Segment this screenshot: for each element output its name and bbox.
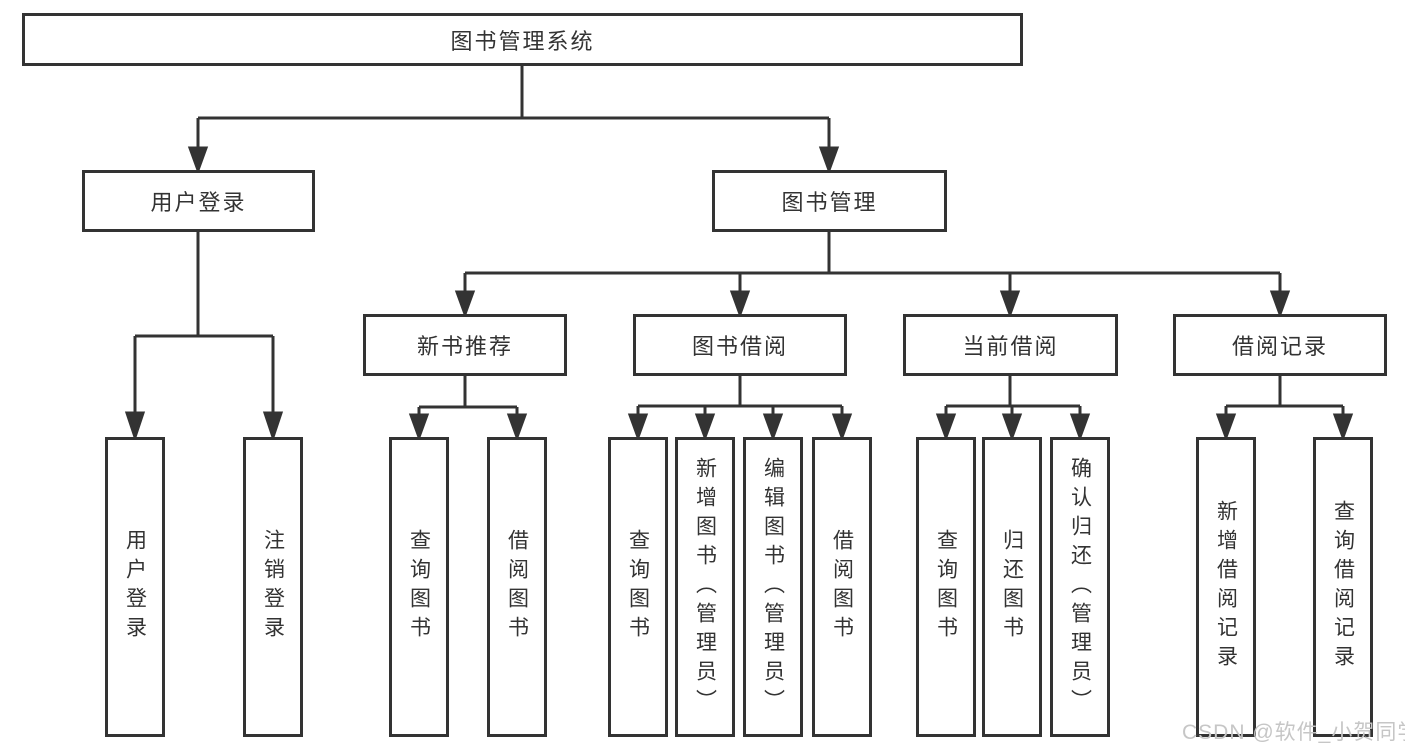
leaf-logout: 注销登录 <box>243 437 303 737</box>
leaf-borrow-add-books-admin: 新增图书（管理员） <box>675 437 735 737</box>
leaf-records-query-record: 查询借阅记录 <box>1313 437 1373 737</box>
leaf-user-login: 用户登录 <box>105 437 165 737</box>
node-new-book-recommend-label: 新书推荐 <box>416 334 513 359</box>
connector-root-to-level2 <box>187 66 840 175</box>
leaf-current-confirm-return-admin-label: 确认归还（管理员） <box>1068 456 1092 718</box>
leaf-current-query-books-label: 查询图书 <box>934 529 958 645</box>
connector-current-borrow-to-leaves <box>935 376 1091 442</box>
node-current-borrow: 当前借阅 <box>903 314 1118 376</box>
leaf-borrow-query-books-label: 查询图书 <box>626 529 650 645</box>
connector-book-borrow-to-leaves <box>627 376 853 442</box>
node-book-borrow: 图书借阅 <box>633 314 847 376</box>
node-current-borrow-label: 当前借阅 <box>962 334 1059 359</box>
leaf-records-add-record: 新增借阅记录 <box>1196 437 1256 737</box>
leaf-borrow-add-books-admin-label: 新增图书（管理员） <box>693 456 717 718</box>
node-book-borrow-label: 图书借阅 <box>691 334 788 359</box>
leaf-current-confirm-return-admin: 确认归还（管理员） <box>1050 437 1110 737</box>
connector-user-login-to-leaves <box>124 232 284 442</box>
leaf-user-login-label: 用户登录 <box>123 529 147 645</box>
leaf-records-query-record-label: 查询借阅记录 <box>1331 500 1355 674</box>
leaf-borrow-query-books: 查询图书 <box>608 437 668 737</box>
leaf-borrow-edit-books-admin-label: 编辑图书（管理员） <box>761 456 785 718</box>
node-book-management: 图书管理 <box>712 170 947 232</box>
leaf-records-add-record-label: 新增借阅记录 <box>1214 500 1238 674</box>
csdn-watermark: CSDN @软件_小贺同学 <box>1182 721 1405 744</box>
node-borrow-records: 借阅记录 <box>1173 314 1387 376</box>
node-root-system-label: 图书管理系统 <box>450 28 595 54</box>
leaf-borrow-borrow-books: 借阅图书 <box>812 437 872 737</box>
connector-borrow-records-to-leaves <box>1215 376 1354 442</box>
leaf-current-return-books-label: 归还图书 <box>1000 529 1024 645</box>
leaf-borrow-borrow-books-label: 借阅图书 <box>830 529 854 645</box>
connector-new-book-rec-to-leaves <box>408 376 528 442</box>
node-borrow-records-label: 借阅记录 <box>1231 334 1328 359</box>
leaf-logout-label: 注销登录 <box>261 529 285 645</box>
leaf-recommend-query-books: 查询图书 <box>389 437 449 737</box>
connector-book-mgmt-to-level3 <box>454 232 1291 319</box>
node-book-management-label: 图书管理 <box>781 190 878 215</box>
leaf-borrow-edit-books-admin: 编辑图书（管理员） <box>743 437 803 737</box>
leaf-recommend-borrow-books-label: 借阅图书 <box>505 529 529 645</box>
leaf-current-return-books: 归还图书 <box>982 437 1042 737</box>
node-user-login: 用户登录 <box>82 170 315 232</box>
leaf-recommend-query-books-label: 查询图书 <box>407 529 431 645</box>
leaf-current-query-books: 查询图书 <box>916 437 976 737</box>
leaf-recommend-borrow-books: 借阅图书 <box>487 437 547 737</box>
node-new-book-recommend: 新书推荐 <box>363 314 567 376</box>
node-root-system: 图书管理系统 <box>22 13 1023 66</box>
node-user-login-label: 用户登录 <box>150 190 247 215</box>
